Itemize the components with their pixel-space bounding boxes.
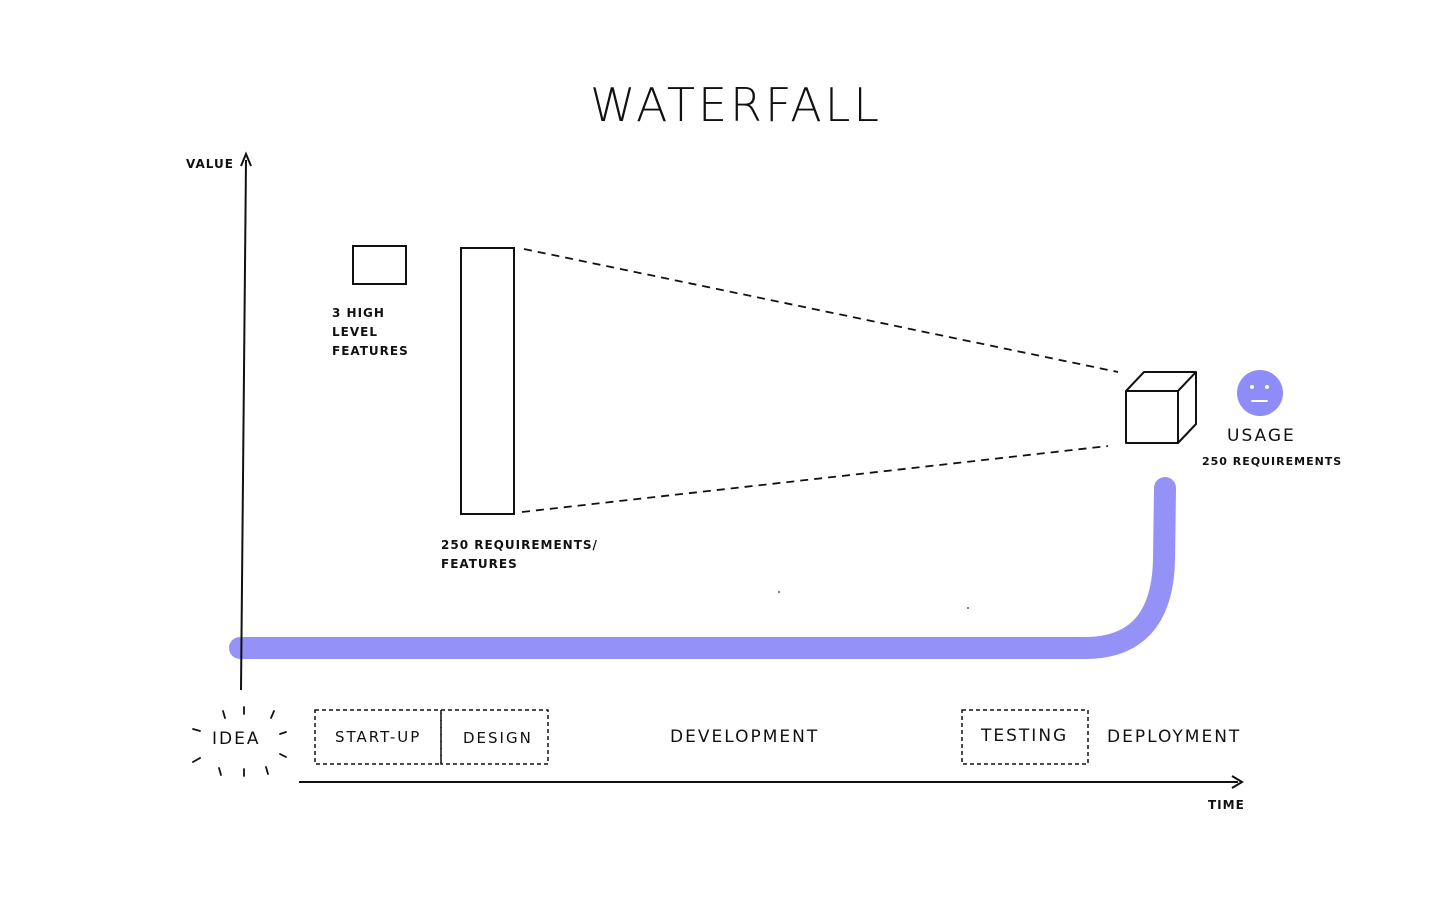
startup-stage-box: [314, 709, 442, 765]
stage-design: DESIGN: [463, 729, 533, 747]
y-axis: [240, 159, 247, 691]
design-stage-box: [440, 709, 549, 765]
stray-dot: [967, 607, 969, 609]
usage-requirements-label: 250 REQUIREMENTS: [1202, 455, 1343, 468]
stage-deployment: DEPLOYMENT: [1107, 727, 1242, 747]
requirements-features-label: 250 REQUIREMENTS/ FEATURES: [441, 536, 598, 574]
high-level-features-box: [352, 245, 407, 285]
stage-startup: START-UP: [335, 728, 422, 746]
requirements-box: [460, 247, 515, 515]
stray-dot: [778, 591, 780, 593]
y-axis-arrowhead: [240, 151, 252, 167]
testing-stage-box: [961, 709, 1089, 765]
x-axis-label: TIME: [1208, 798, 1245, 812]
projection-line-bottom: [521, 445, 1109, 513]
high-level-features-line: FEATURES: [332, 344, 409, 358]
high-level-features-line: LEVEL: [332, 325, 378, 339]
diagram-title: WATERFALL: [590, 78, 882, 132]
usage-label: USAGE: [1227, 426, 1296, 446]
stage-development: DEVELOPMENT: [670, 727, 820, 747]
high-level-features-line: 3 HIGH: [332, 306, 385, 320]
requirements-features-line: 250 REQUIREMENTS/: [441, 538, 598, 552]
high-level-features-label: 3 HIGH LEVEL FEATURES: [332, 304, 409, 361]
sparkle-burst-icon: [192, 706, 287, 777]
y-axis-label: VALUE: [186, 157, 234, 171]
stage-testing: TESTING: [981, 726, 1069, 746]
value-curve: [229, 477, 1176, 659]
stage-idea: IDEA: [212, 729, 261, 749]
neutral-face-icon: [1237, 370, 1283, 416]
x-axis-arrowhead: [1231, 775, 1244, 789]
cube-icon: [1125, 371, 1197, 444]
requirements-features-line: FEATURES: [441, 557, 518, 571]
projection-line-top: [523, 248, 1119, 373]
